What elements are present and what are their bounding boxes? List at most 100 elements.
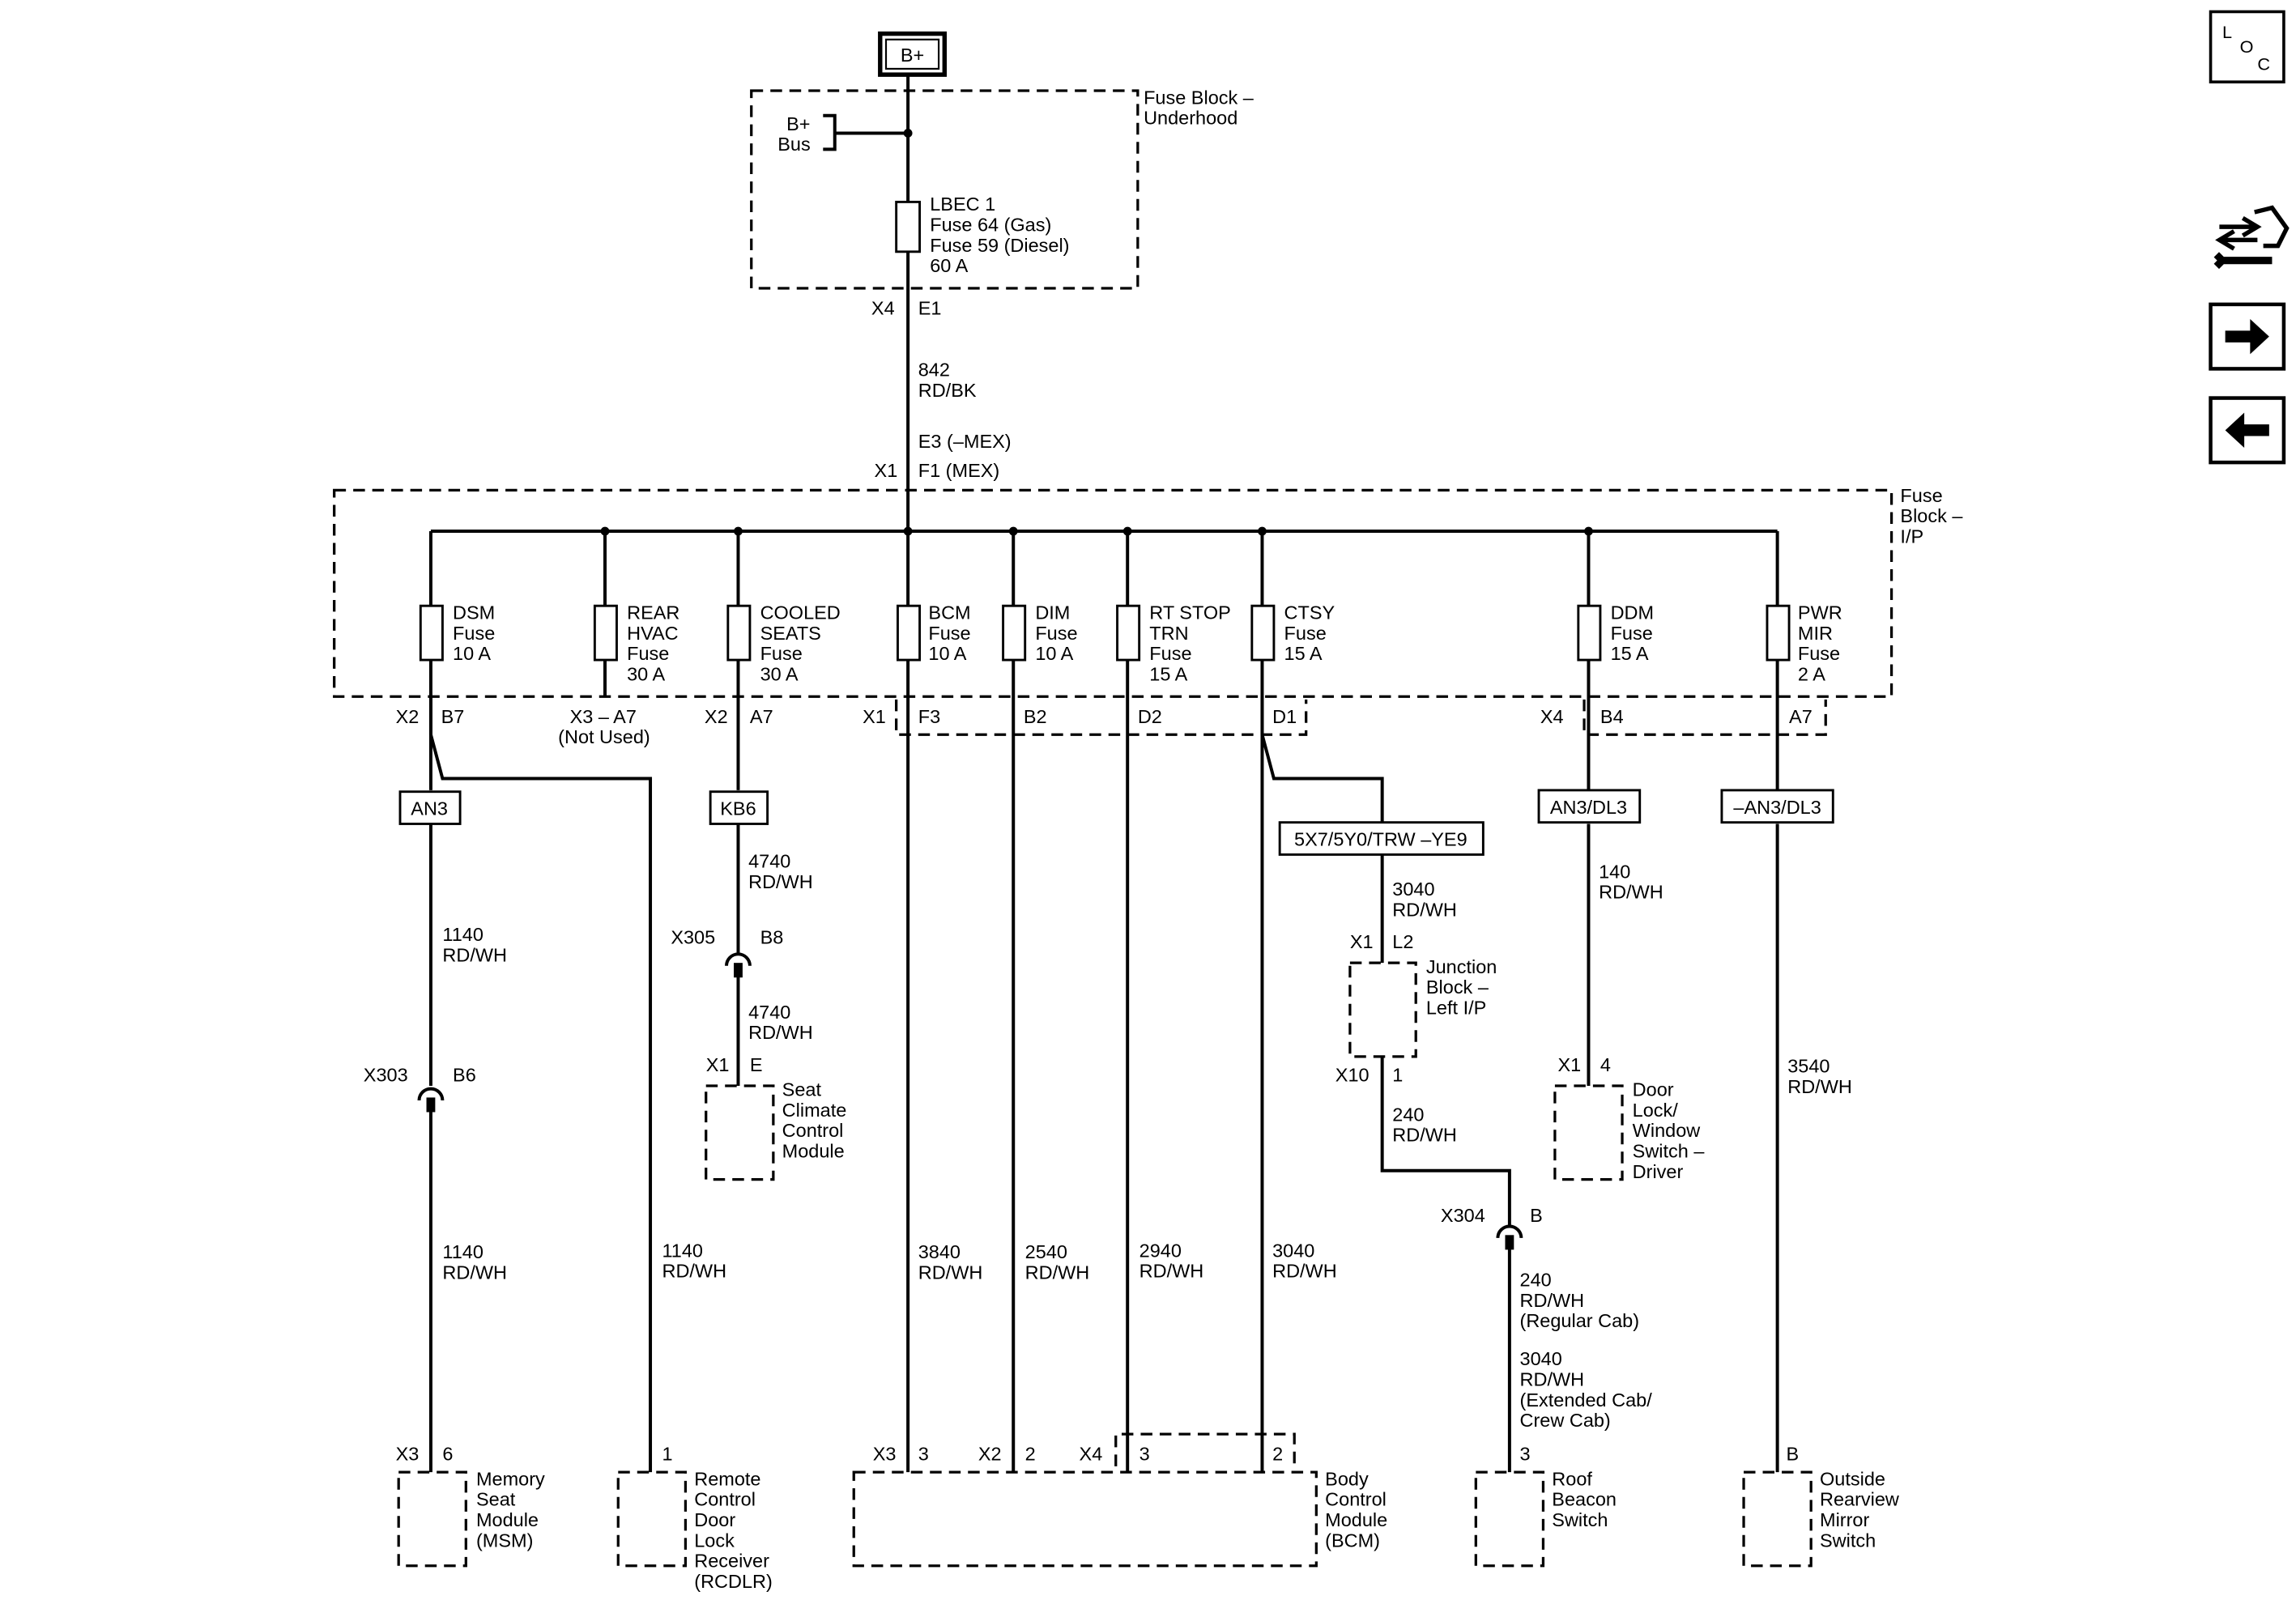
feed-wire-pin-2: F1 (MEX) bbox=[918, 460, 999, 481]
x303-pin: B6 bbox=[453, 1065, 476, 1086]
seat-climate-connector: X1 bbox=[706, 1054, 730, 1075]
msm-line-4: (MSM) bbox=[476, 1530, 533, 1551]
fuse-dim-line-1: DIM bbox=[1035, 602, 1070, 623]
x303-name: X303 bbox=[364, 1065, 408, 1086]
bcm-fuse-connector: X1 bbox=[863, 706, 886, 727]
bcm-pin-1: 3 bbox=[918, 1444, 929, 1465]
wire-2540-circuit: 2540 bbox=[1025, 1241, 1067, 1262]
connector-tool-icon[interactable] bbox=[2213, 205, 2290, 270]
cooled-connector: X2 bbox=[705, 706, 728, 727]
bcm-fuse-pin: F3 bbox=[918, 706, 940, 727]
wire-140-circuit: 140 bbox=[1599, 861, 1630, 882]
junction-label-3: Left I/P bbox=[1426, 997, 1486, 1018]
fuse-cooled-line-1: COOLED bbox=[760, 602, 841, 623]
roof-line-1: Roof bbox=[1552, 1468, 1592, 1489]
wire-3540-color: RD/WH bbox=[1787, 1076, 1852, 1097]
fuse-cooled-line-4: 30 A bbox=[760, 663, 799, 684]
door-lock-line-4: Switch – bbox=[1633, 1141, 1706, 1162]
fuse-rtstop-line-1: RT STOP bbox=[1149, 602, 1231, 623]
lbec-fuse-line-4: 60 A bbox=[930, 255, 968, 276]
fuse-ctsy-line-2: Fuse bbox=[1284, 623, 1327, 644]
rcdlr-line-5: Receiver bbox=[694, 1551, 769, 1572]
fuse-hvac-line-3: Fuse bbox=[627, 643, 669, 664]
seat-climate-pin: E bbox=[750, 1054, 763, 1075]
fuse-block-ip: Fuse Block – I/P DSM Fuse 10 A REAR HVAC… bbox=[396, 485, 1964, 747]
fuse-dsm-line-3: 10 A bbox=[453, 643, 491, 664]
cooled-pin: A7 bbox=[750, 706, 773, 727]
fuse-ctsy-line-3: 15 A bbox=[1284, 643, 1323, 664]
underhood-label-2: Underhood bbox=[1144, 108, 1237, 129]
door-lock-pin: 4 bbox=[1600, 1054, 1611, 1075]
underhood-label-1: Fuse Block – bbox=[1144, 87, 1254, 108]
roof-pin: 3 bbox=[1520, 1444, 1531, 1465]
ip-label-3: I/P bbox=[1900, 526, 1923, 547]
rcdlr-line-6: (RCDLR) bbox=[694, 1571, 773, 1592]
fuse-bcm-line-1: BCM bbox=[928, 602, 970, 623]
arrow-left-icon[interactable] bbox=[2209, 396, 2286, 465]
mirror-line-4: Switch bbox=[1820, 1530, 1876, 1551]
fuse-pwrmir-line-2: MIR bbox=[1798, 623, 1833, 644]
dsm-pin: B7 bbox=[441, 706, 465, 727]
wire-3040c-note-2: Crew Cab) bbox=[1520, 1410, 1611, 1431]
junction-label-1: Junction bbox=[1426, 956, 1497, 977]
fuse-rtstop-line-3: Fuse bbox=[1149, 643, 1191, 664]
wire-3840-circuit: 3840 bbox=[918, 1241, 961, 1262]
wire-240b-note: (Regular Cab) bbox=[1520, 1310, 1640, 1331]
option-code-mir: –AN3/DL3 bbox=[1733, 797, 1821, 818]
feed-wire-color: RD/BK bbox=[918, 380, 977, 401]
wire-140-color: RD/WH bbox=[1599, 882, 1663, 903]
roof-line-2: Beacon bbox=[1552, 1489, 1617, 1510]
bcm-line-1: Body bbox=[1325, 1468, 1369, 1489]
wire-3040b-circuit: 3040 bbox=[1392, 879, 1434, 900]
bcm-pin-1-connector: X3 bbox=[873, 1444, 897, 1465]
wire-1140a-color: RD/WH bbox=[442, 944, 507, 965]
arrow-right-icon[interactable] bbox=[2209, 302, 2286, 371]
rcdlr-line-1: Remote bbox=[694, 1468, 760, 1489]
wire-3040c-note-1: (Extended Cab/ bbox=[1520, 1389, 1653, 1411]
bcm-pin-3-connector: X4 bbox=[1080, 1444, 1103, 1465]
inline-connector-symbols bbox=[417, 952, 1523, 1250]
fuse-pwrmir-line-1: PWR bbox=[1798, 602, 1842, 623]
sidebar-nav: L O C bbox=[2209, 10, 2290, 465]
mirror-line-3: Mirror bbox=[1820, 1509, 1869, 1530]
ip-label-1: Fuse bbox=[1900, 485, 1942, 506]
seat-climate-line-2: Climate bbox=[782, 1100, 847, 1121]
fuse-ddm-line-2: Fuse bbox=[1611, 623, 1653, 644]
fuse-bcm-line-3: 10 A bbox=[928, 643, 966, 664]
wire-3040c-color: RD/WH bbox=[1520, 1368, 1585, 1389]
hvac-note: (Not Used) bbox=[558, 726, 650, 747]
bus-label-1: B+ bbox=[786, 113, 810, 134]
wire-4740a-circuit: 4740 bbox=[748, 851, 790, 872]
msm-connector: X3 bbox=[396, 1444, 420, 1465]
wire-3040b-color: RD/WH bbox=[1392, 899, 1457, 920]
inline-connector-labels: X303 B6 X305 B8 X304 B bbox=[364, 927, 1543, 1226]
underhood-out-connector: X4 bbox=[871, 298, 895, 319]
bcm-pin-2-connector: X2 bbox=[978, 1444, 1002, 1465]
door-lock-line-1: Door bbox=[1633, 1079, 1674, 1100]
fuse-bcm-line-2: Fuse bbox=[928, 623, 970, 644]
loc-letter-l: L bbox=[2222, 22, 2232, 42]
junction-block-left-ip: X1 L2 Junction Block – Left I/P X10 1 bbox=[1335, 931, 1497, 1085]
feed-wire-labels: 842 RD/BK E3 (–MEX) X1 F1 (MEX) bbox=[875, 359, 1012, 481]
wire-2940-circuit: 2940 bbox=[1139, 1240, 1182, 1261]
fuse-hvac-line-2: HVAC bbox=[627, 623, 679, 644]
option-code-ctsy: 5X7/5Y0/TRW –YE9 bbox=[1294, 829, 1467, 850]
bcm-pin-2: 2 bbox=[1025, 1444, 1036, 1465]
seat-climate-line-3: Control bbox=[782, 1120, 844, 1141]
bcm-pin-3: 3 bbox=[1139, 1444, 1150, 1465]
ddm-pin: B4 bbox=[1600, 706, 1624, 727]
loc-button[interactable]: L O C bbox=[2209, 10, 2285, 84]
wire-1140c-circuit: 1140 bbox=[662, 1240, 703, 1261]
component-bcm: X3 3 X2 2 X4 3 2 Body Control Module (BC… bbox=[873, 1444, 1387, 1551]
fuse-dsm-line-2: Fuse bbox=[453, 623, 495, 644]
wire-3840-color: RD/WH bbox=[918, 1262, 983, 1283]
fuse-hvac-line-1: REAR bbox=[627, 602, 679, 623]
ip-label-2: Block – bbox=[1900, 505, 1963, 526]
dsm-connector: X2 bbox=[396, 706, 420, 727]
msm-pin: 6 bbox=[442, 1444, 453, 1465]
seat-climate-line-1: Seat bbox=[782, 1079, 822, 1100]
door-lock-line-5: Driver bbox=[1633, 1161, 1684, 1182]
bcm-line-3: Module bbox=[1325, 1509, 1387, 1530]
loc-letter-o: O bbox=[2240, 36, 2254, 57]
